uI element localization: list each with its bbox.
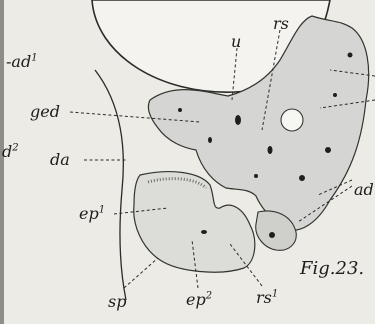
label-ep1: ep1 — [79, 206, 105, 222]
label-d2: d2 — [2, 144, 19, 160]
label-ep2: ep2 — [186, 292, 212, 308]
label-sp: sp — [108, 294, 126, 310]
label-u: u — [231, 34, 241, 50]
label-rs1: rs1 — [256, 290, 278, 306]
label-ad1: -ad1 — [6, 54, 38, 70]
label-da: da — [50, 152, 70, 168]
label-ad: ad — [354, 182, 374, 198]
da-outline — [95, 70, 126, 300]
vesicle — [281, 109, 303, 131]
page-margin-edge — [0, 0, 4, 324]
label-rs: rs — [273, 16, 289, 32]
figure-caption: Fig.23. — [300, 260, 364, 278]
label-ged: ged — [30, 104, 60, 120]
